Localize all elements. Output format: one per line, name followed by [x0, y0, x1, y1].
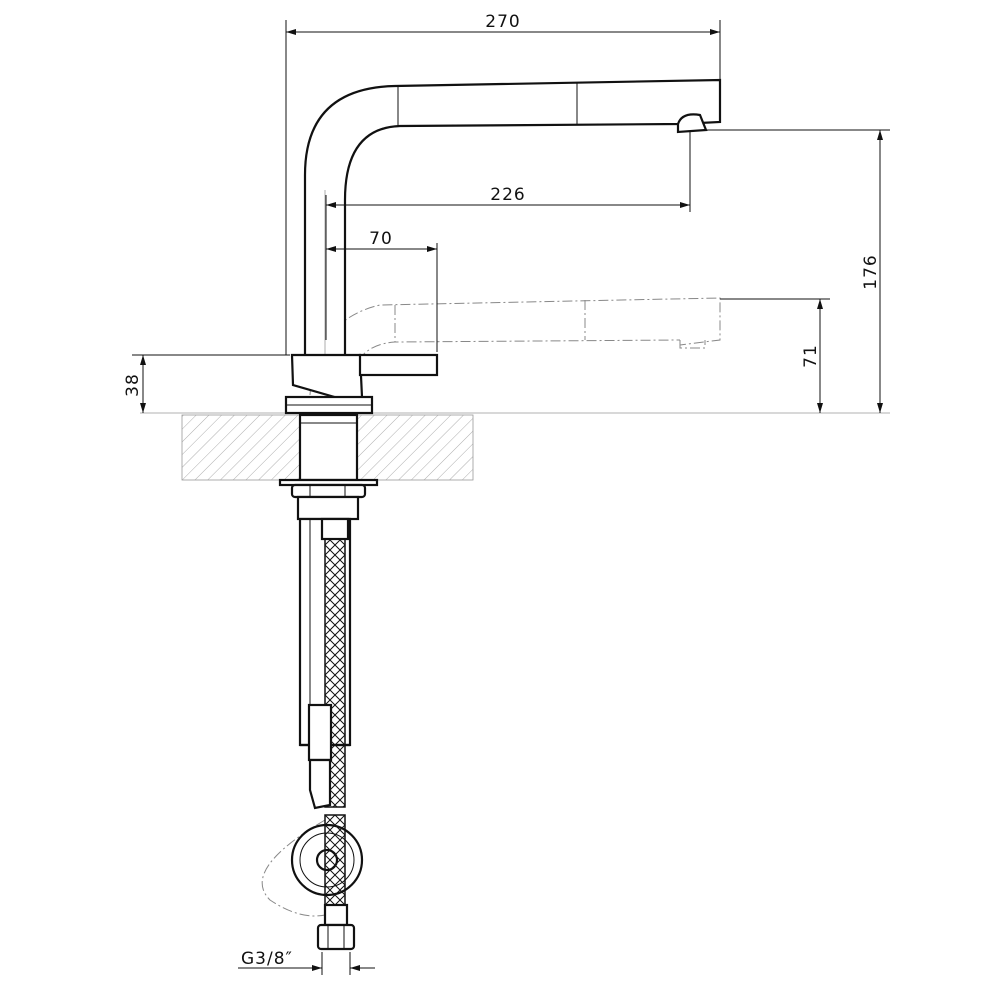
dim-38: 38 [123, 373, 143, 397]
dimension-labels: 270 226 70 176 71 38 G3/8″ [123, 12, 881, 969]
dim-176: 176 [861, 254, 881, 289]
dim-270: 270 [485, 12, 520, 32]
dim-71: 71 [801, 344, 821, 368]
supply-hose [290, 517, 364, 951]
faucet-body [278, 353, 439, 747]
faucet-spout [303, 78, 722, 359]
countertop-section [140, 412, 890, 481]
hose-nut [316, 923, 356, 951]
lever-handle [358, 353, 439, 377]
dim-226: 226 [490, 185, 525, 205]
dimension-lines [132, 20, 890, 975]
dim-70: 70 [369, 229, 393, 249]
dim-thread: G3/8″ [241, 949, 293, 969]
